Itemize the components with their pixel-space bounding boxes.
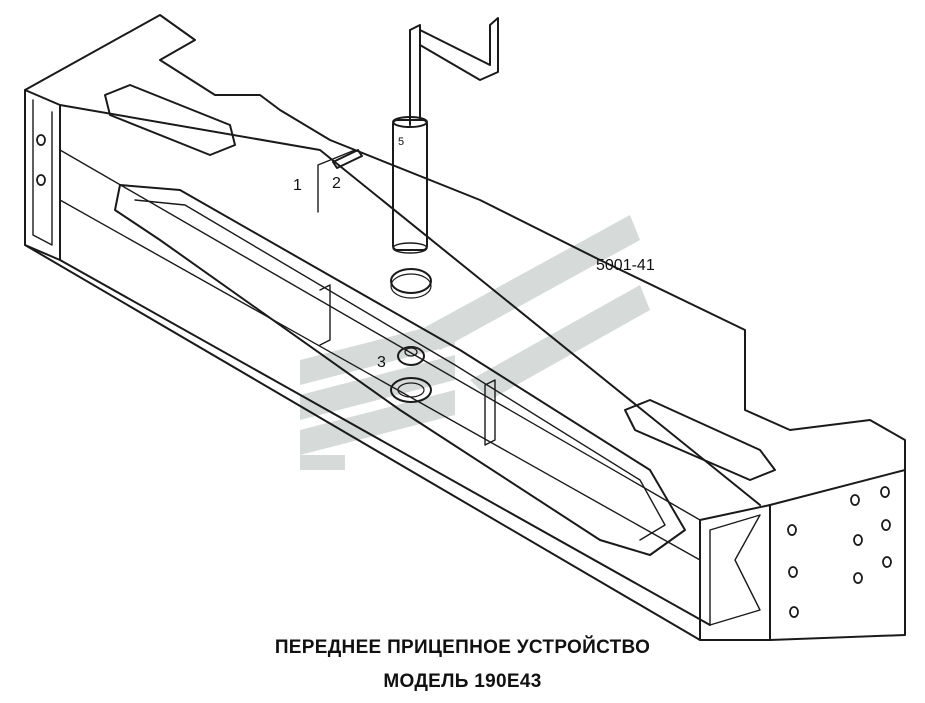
bolt-hole xyxy=(853,534,863,546)
snap-ring xyxy=(390,268,432,294)
bolt-hole xyxy=(882,556,892,568)
crossbeam xyxy=(24,14,906,641)
diagram-code: 5001-41 xyxy=(596,257,655,274)
washers xyxy=(390,268,432,403)
bolt-hole xyxy=(853,572,863,584)
bolt-hole xyxy=(36,134,46,146)
bolt-hole xyxy=(850,494,860,506)
callout-2: 2 xyxy=(332,175,341,192)
tube-part-number: 5 xyxy=(398,136,404,148)
bolt-hole xyxy=(789,606,799,618)
nut xyxy=(397,346,425,366)
clip-bracket xyxy=(317,149,363,213)
bolt-hole xyxy=(787,524,797,536)
tow-pin-assembly: 5 xyxy=(392,17,499,254)
bolt-holes xyxy=(36,134,892,618)
bolt-hole xyxy=(36,174,46,186)
watermark-logo xyxy=(300,215,650,470)
caption-model: МОДЕЛЬ 190Е43 xyxy=(383,671,542,692)
callout-3: 3 xyxy=(377,354,386,371)
callout-1: 1 xyxy=(293,177,302,194)
caption-title: ПЕРЕДНЕЕ ПРИЦЕПНОЕ УСТРОЙСТВО xyxy=(274,637,651,658)
bolt-hole xyxy=(881,519,891,531)
bolt-hole xyxy=(880,486,890,498)
bolt-hole xyxy=(788,566,798,578)
flat-washer xyxy=(390,377,432,403)
